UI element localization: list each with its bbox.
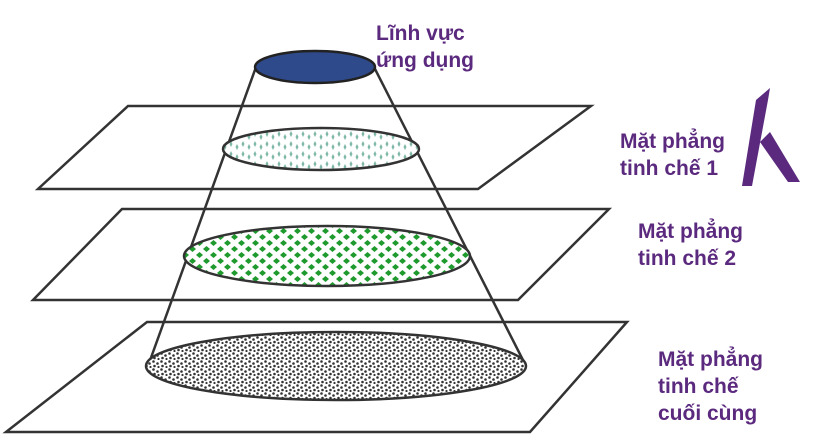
refinement-plane-1-label: Mặt phẳng tinh chế 1: [620, 128, 725, 182]
plane-2-ellipse: [182, 224, 472, 288]
label-line: tinh chế: [658, 375, 739, 398]
label-line: Mặt phẳng: [638, 220, 743, 243]
cone-right-edge: [372, 66, 528, 367]
label-line: ứng dụng: [376, 49, 475, 72]
label-line: cuối cùng: [658, 402, 758, 425]
label-line: Lĩnh vực: [376, 22, 465, 45]
cone-left-edge: [146, 66, 258, 367]
application-domain-ellipse: [253, 49, 377, 85]
final-plane-ellipse: [144, 330, 528, 402]
label-line: Mặt phẳng: [658, 348, 763, 371]
plane-1-ellipse: [221, 126, 421, 172]
final-refinement-plane-label: Mặt phẳng tinh chế cuối cùng: [658, 346, 763, 427]
lambda-refinement-icon: [742, 88, 800, 186]
label-line: tinh chế 2: [638, 247, 737, 270]
application-domain-label: Lĩnh vực ứng dụng: [376, 20, 474, 74]
refinement-plane-2-label: Mặt phẳng tinh chế 2: [638, 218, 743, 272]
label-line: Mặt phẳng: [620, 130, 725, 153]
label-line: tinh chế 1: [620, 157, 719, 180]
